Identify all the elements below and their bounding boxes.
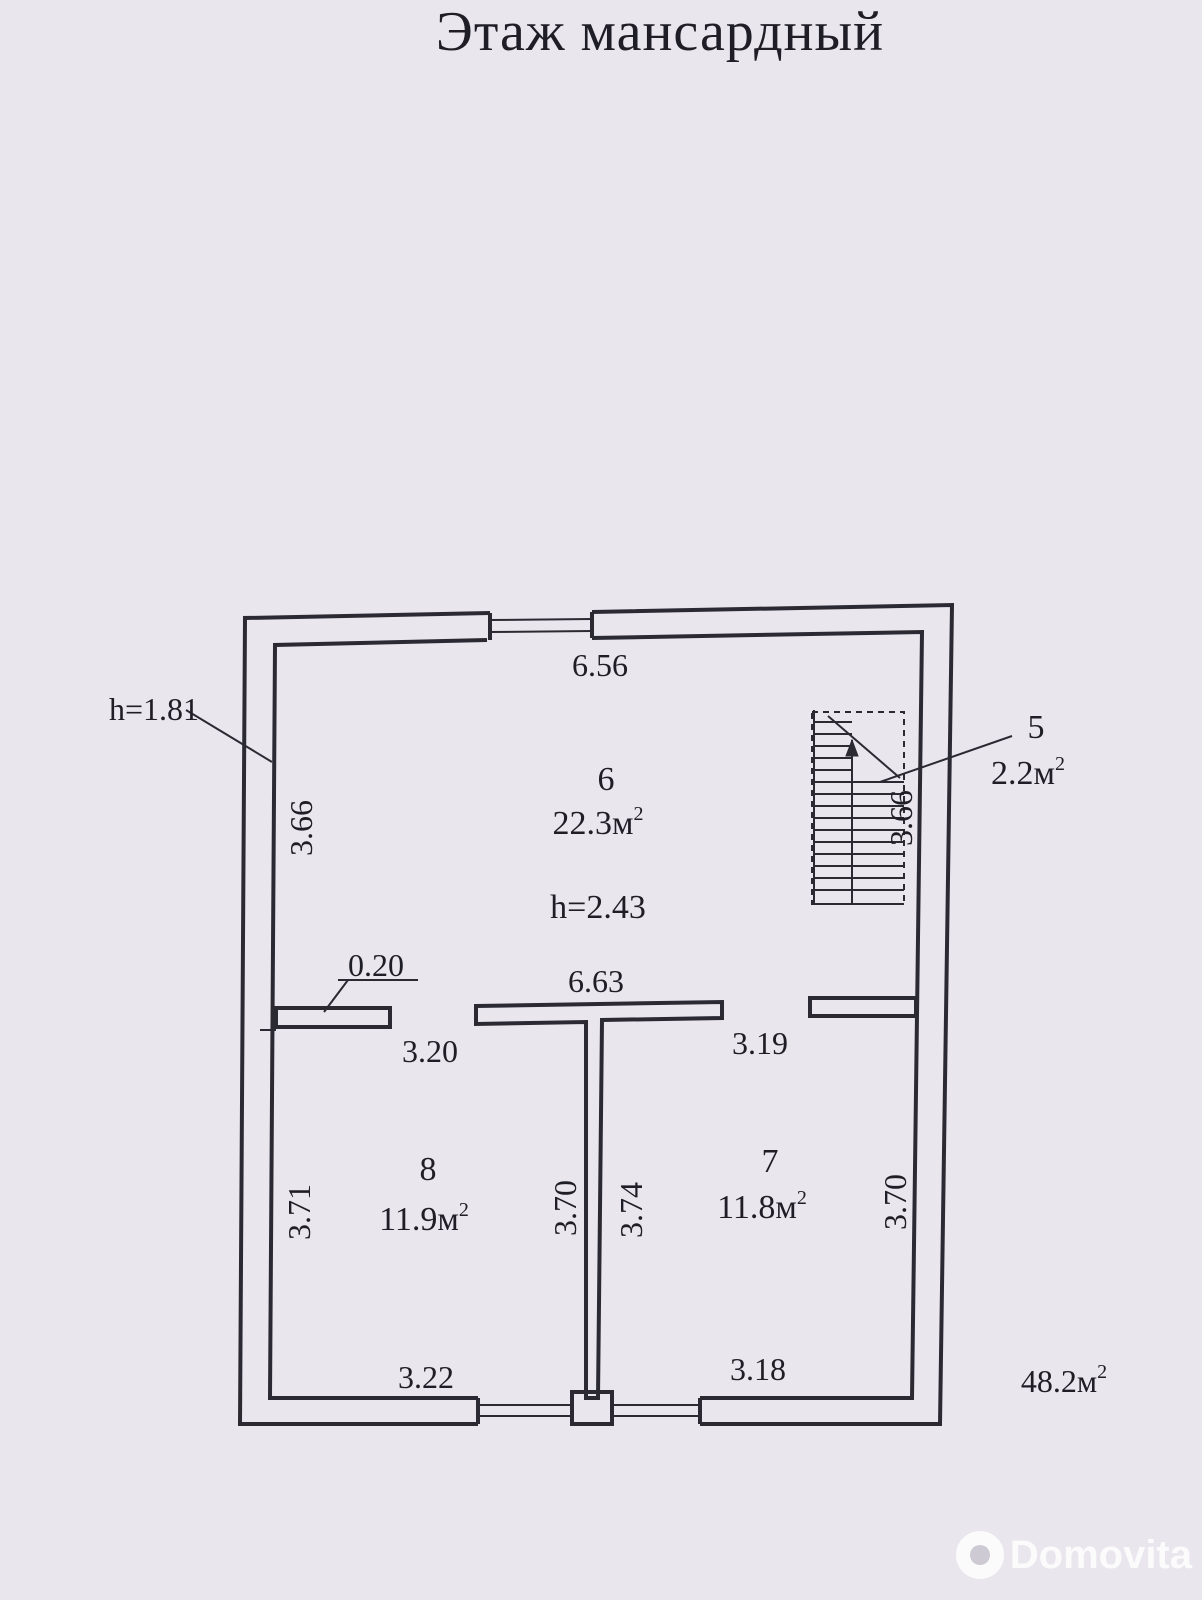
- room-number-7: 7: [762, 1143, 779, 1180]
- dim-middle: 6.63: [568, 963, 624, 999]
- room-number-6: 6: [598, 761, 615, 798]
- dim-top: 6.56: [572, 647, 628, 683]
- partition-left: [274, 1006, 392, 1029]
- bottom-windows: [476, 1390, 702, 1426]
- domovita-logo-icon: [955, 1531, 1004, 1579]
- leader-partition: [323, 979, 349, 1013]
- staircase: [811, 710, 905, 905]
- dim-wall7-left: 3.74: [613, 1182, 649, 1238]
- room-area-5: 2.2м2: [991, 753, 1065, 792]
- partition-right: [808, 996, 918, 1018]
- dim-bottom-right: 3.18: [730, 1351, 786, 1387]
- plan-title: Этаж мансардный: [435, 1, 885, 63]
- watermark-text: Domovita: [1009, 1532, 1192, 1577]
- ceiling-height: h=2.43: [550, 889, 646, 926]
- dim-left-lower: 3.71: [281, 1184, 317, 1240]
- room-area-6: 22.3м2: [552, 803, 643, 842]
- total-area: 48.2м2: [1021, 1361, 1107, 1399]
- top-window: [488, 612, 594, 640]
- watermark: Domovita: [955, 1520, 1192, 1590]
- dim-right-lower: 3.70: [877, 1174, 913, 1230]
- dim-bottom-left: 3.22: [398, 1359, 454, 1395]
- partition-center: [474, 999, 724, 1400]
- dim-wall8-right: 3.70: [547, 1180, 583, 1236]
- room-number-5: 5: [1028, 709, 1045, 746]
- dim-partition-thickness: 0.20: [348, 947, 404, 983]
- dim-room7-top: 3.19: [732, 1025, 788, 1061]
- outer-wall: [237, 602, 955, 1426]
- dim-room8-top: 3.20: [402, 1033, 458, 1069]
- dim-stair: 3.66: [883, 790, 919, 846]
- leader-room5: [879, 735, 1013, 783]
- wall-height: h=1.81: [109, 691, 199, 727]
- leader-wall-height: [185, 709, 273, 763]
- dim-left-upper: 3.66: [283, 800, 319, 856]
- room-area-7: 11.8м2: [717, 1187, 807, 1226]
- room-area-8: 11.9м2: [379, 1199, 469, 1238]
- room-number-8: 8: [420, 1151, 437, 1188]
